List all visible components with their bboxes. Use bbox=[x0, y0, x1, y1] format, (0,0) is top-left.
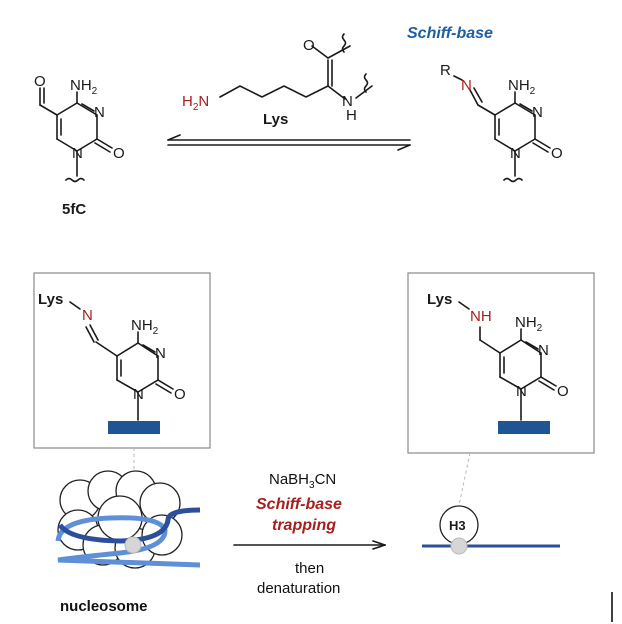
atom-n3-product: N bbox=[532, 104, 543, 121]
atom-n1-right: N bbox=[516, 383, 527, 400]
molecule-lysine: H2N O N H Lys bbox=[182, 33, 373, 128]
label-h3: H3 bbox=[449, 518, 466, 533]
lysine-site-right bbox=[450, 537, 468, 555]
atom-nh-right: NH bbox=[470, 308, 492, 325]
equilibrium-arrows bbox=[167, 134, 411, 151]
atom-n3-left: N bbox=[155, 345, 166, 362]
label-lys: Lys bbox=[263, 111, 288, 128]
atom-nh2: NH2 bbox=[70, 77, 98, 97]
atom-nh2-left: NH2 bbox=[131, 317, 159, 337]
atom-r: R bbox=[440, 62, 451, 79]
atom-o-lys: O bbox=[303, 37, 315, 54]
atom-h-lys: H bbox=[346, 107, 357, 124]
label-nucleosome: nucleosome bbox=[60, 598, 148, 615]
label-schiff-base-top: Schiff-base bbox=[407, 25, 493, 42]
label-lys-right: Lys bbox=[427, 291, 452, 308]
atom-n3-right: N bbox=[538, 342, 549, 359]
atom-n-left: N bbox=[82, 307, 93, 324]
lysine-site-left bbox=[124, 536, 142, 554]
atom-nh2-product: NH2 bbox=[508, 77, 536, 97]
atom-o-aldehyde: O bbox=[34, 73, 46, 90]
atom-nh-lys: N bbox=[342, 93, 353, 110]
atom-nh2-right: NH2 bbox=[515, 314, 543, 334]
atom-n1-left: N bbox=[133, 386, 144, 403]
atom-o-right: O bbox=[557, 383, 569, 400]
trapping-line2: trapping bbox=[272, 517, 336, 534]
molecule-schiff-base: R N NH2 N O N bbox=[440, 62, 563, 183]
label-5fc: 5fC bbox=[62, 201, 86, 218]
dna-anchor-bar-right bbox=[498, 421, 550, 434]
molecule-box-right: Lys NH NH2 N O N bbox=[427, 291, 569, 434]
atom-o-product: O bbox=[551, 145, 563, 162]
atom-imine-n: N bbox=[461, 77, 472, 94]
reagent-label: NaBH3CN bbox=[269, 471, 336, 491]
left-structure-box bbox=[33, 272, 211, 449]
molecule-box-left: Lys N NH2 N O N bbox=[38, 291, 186, 434]
reaction-conditions: NaBH3CN Schiff-base trapping then denatu… bbox=[233, 471, 386, 597]
atom-n3: N bbox=[94, 104, 105, 121]
dna-anchor-bar-left bbox=[108, 421, 160, 434]
then-label: then bbox=[295, 560, 324, 577]
nucleosome-graphic bbox=[55, 470, 201, 569]
label-lys-left: Lys bbox=[38, 291, 63, 308]
atom-n1-product: N bbox=[510, 145, 521, 162]
histone-h3-graphic: H3 bbox=[422, 505, 560, 555]
atom-o-left: O bbox=[174, 386, 186, 403]
atom-h2n: H2N bbox=[182, 93, 209, 113]
connector-right bbox=[457, 452, 471, 511]
trapping-line1: Schiff-base bbox=[256, 496, 342, 513]
atom-n1: N bbox=[72, 145, 83, 162]
atom-o-carbonyl: O bbox=[113, 145, 125, 162]
denaturation-label: denaturation bbox=[257, 580, 340, 597]
molecule-5fc: O NH2 N O N 5fC bbox=[34, 73, 125, 218]
